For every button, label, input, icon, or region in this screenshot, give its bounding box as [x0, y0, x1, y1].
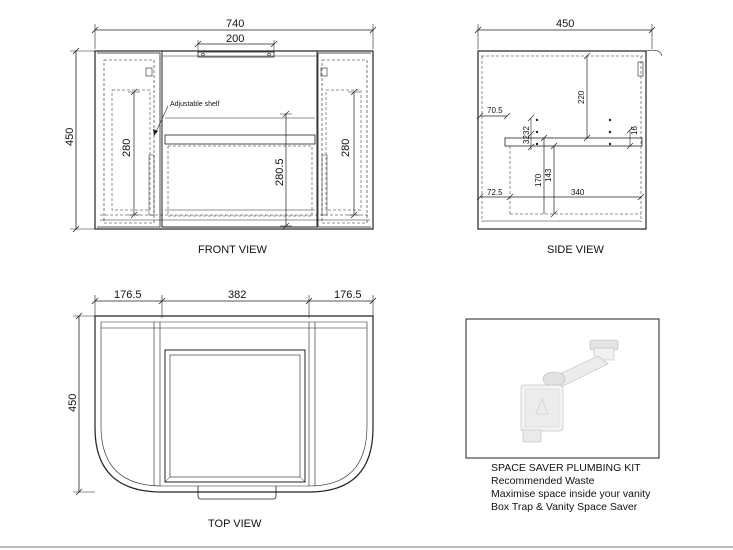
plumbing-kit-line-3: Box Trap & Vanity Space Saver: [491, 501, 638, 513]
side-32a-label: 32: [522, 126, 531, 135]
side-view: [474, 24, 663, 230]
plumbing-kit-description: SPACE SAVER PLUMBING KIT Recommended Was…: [491, 462, 650, 514]
front-top-opening-label: 200: [226, 33, 244, 45]
top-view-caption: TOP VIEW: [208, 518, 262, 530]
side-70-5-label: 70.5: [487, 106, 503, 115]
bottom-divider: [0, 546, 733, 548]
top-depth-label: 450: [67, 394, 79, 412]
side-340-label: 340: [571, 188, 585, 197]
plumbing-kit-line-1: Recommended Waste: [491, 475, 595, 487]
front-height-label: 450: [64, 128, 76, 146]
plumbing-kit-title: SPACE SAVER PLUMBING KIT: [491, 462, 641, 474]
top-right-width-label: 176.5: [334, 289, 362, 301]
side-depth-label: 450: [556, 18, 574, 30]
side-170-label: 170: [534, 173, 543, 187]
side-view-caption: SIDE VIEW: [547, 244, 604, 256]
plumbing-kit-line-2: Maximise space inside your vanity: [491, 488, 651, 500]
side-143-label: 143: [544, 168, 553, 182]
front-center-height-label: 280.5: [274, 158, 286, 186]
front-width-label: 740: [226, 18, 244, 30]
front-view: [70, 24, 377, 233]
side-32b-label: 32: [522, 135, 531, 144]
plumbing-kit-image: [465, 318, 660, 459]
front-left-inner-label: 280: [121, 139, 133, 157]
side-16-label: 16: [630, 126, 639, 135]
front-view-caption: FRONT VIEW: [198, 244, 267, 256]
top-center-width-label: 382: [228, 289, 246, 301]
side-72-5-label: 72.5: [487, 188, 503, 197]
top-view: [73, 295, 377, 500]
adjustable-shelf-label: Adjustable shelf: [170, 101, 219, 108]
front-right-inner-label: 280: [340, 139, 352, 157]
top-left-width-label: 176.5: [114, 289, 142, 301]
side-220-label: 220: [577, 90, 586, 104]
